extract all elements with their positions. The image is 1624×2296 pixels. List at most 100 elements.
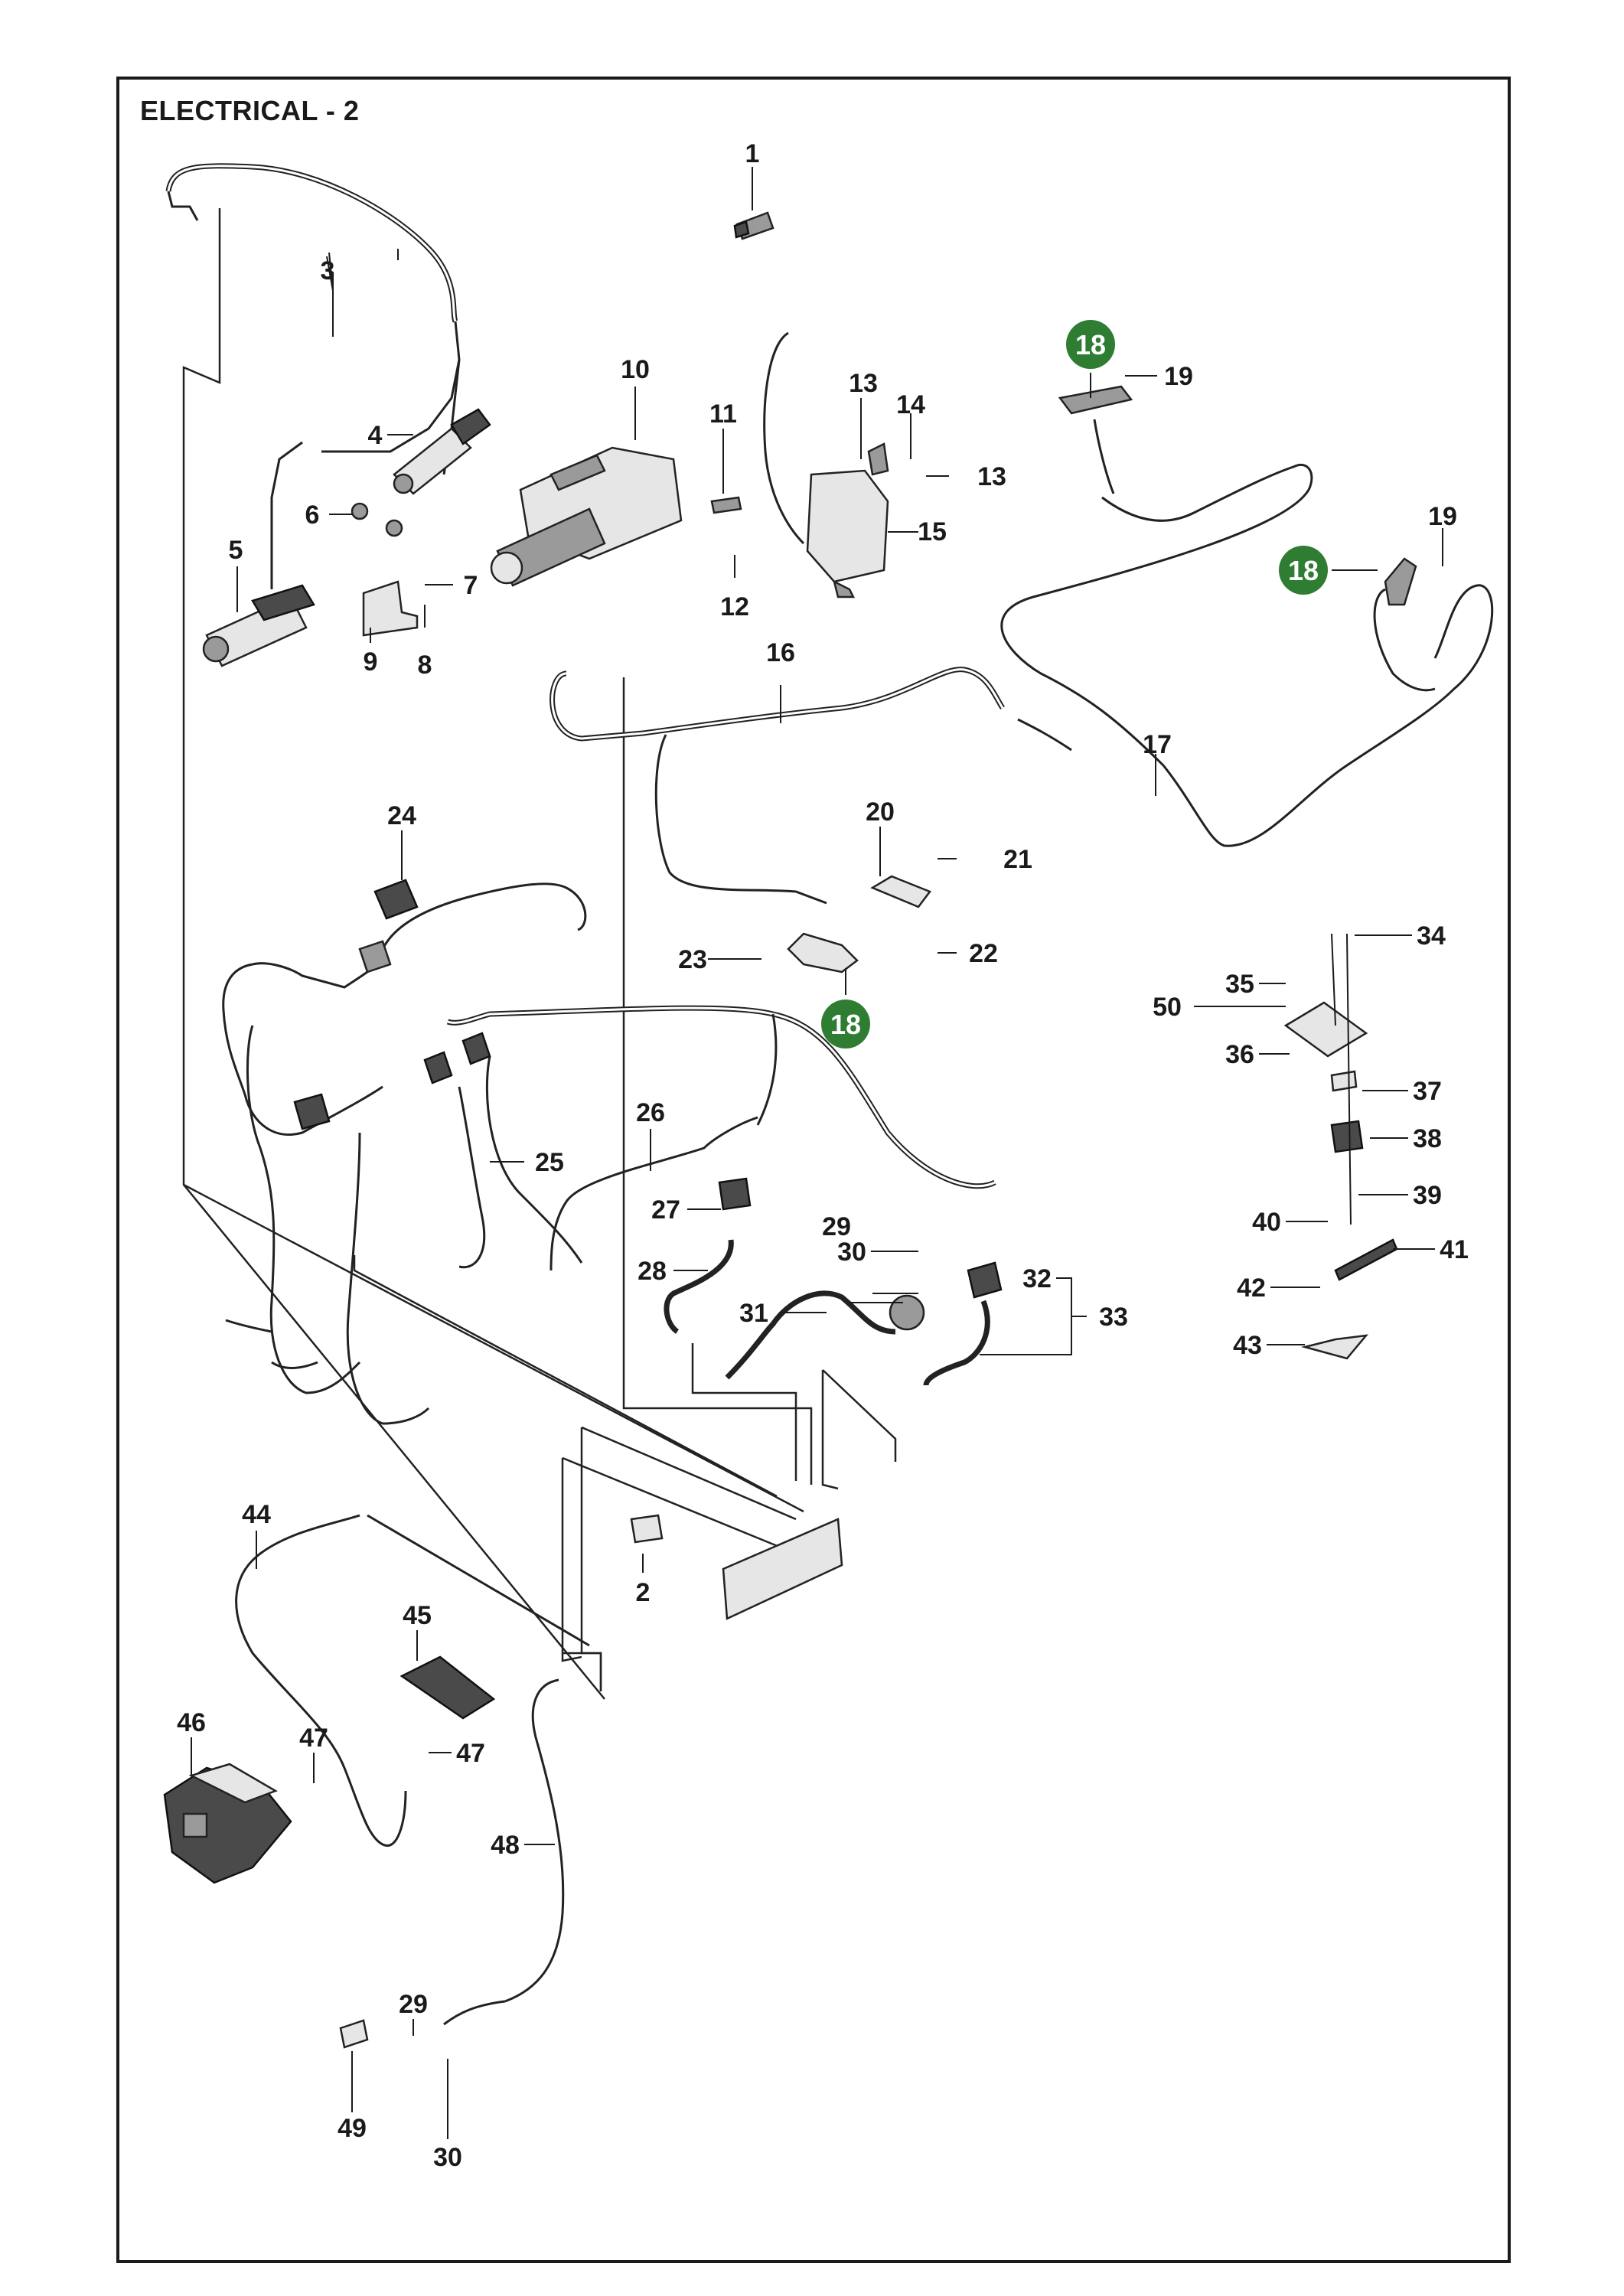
part-41-lever — [1334, 1238, 1398, 1281]
callout-50: 50 — [1153, 993, 1182, 1022]
callout-labels: 1 2 3 4 5 6 7 8 9 10 11 12 13 13 14 15 1… — [177, 139, 1469, 2172]
callout-19-upper: 19 — [1164, 362, 1193, 391]
callout-40: 40 — [1252, 1208, 1281, 1237]
part-9-bracket — [362, 580, 419, 637]
part-36-plate — [1283, 1001, 1368, 1058]
callout-29-upper: 29 — [822, 1212, 851, 1241]
callout-35: 35 — [1225, 970, 1254, 999]
part-34-bolt-b — [1346, 933, 1352, 1225]
callout-23: 23 — [678, 945, 707, 974]
callout-44: 44 — [242, 1500, 271, 1529]
parts — [163, 211, 1417, 2049]
callout-33: 33 — [1099, 1303, 1128, 1332]
callout-27: 27 — [651, 1195, 680, 1225]
callout-21: 21 — [1003, 845, 1032, 874]
callout-20: 20 — [866, 797, 895, 827]
part-34-bolt-a — [1331, 933, 1336, 1026]
part-49-bracket — [339, 2019, 369, 2049]
callout-2: 2 — [636, 1578, 651, 1607]
part-24-switch — [358, 879, 419, 974]
boundary-lines — [182, 208, 897, 1700]
part-20-bracket — [870, 875, 931, 908]
callout-24: 24 — [387, 801, 416, 830]
leader-lines — [191, 167, 1443, 2139]
callout-16: 16 — [766, 638, 795, 667]
part-15-motor — [806, 442, 889, 598]
part-25-connector-b — [461, 1032, 491, 1065]
callout-18-right: 18 — [1279, 546, 1328, 595]
part-27-switch — [718, 1177, 752, 1211]
callout-37: 37 — [1413, 1077, 1442, 1106]
part-10-linear-actuator — [490, 446, 683, 587]
callout-19-right: 19 — [1428, 502, 1457, 531]
callout-31: 31 — [739, 1299, 768, 1328]
svg-text:18: 18 — [830, 1009, 861, 1040]
part-5-actuator — [202, 584, 315, 667]
callout-5: 5 — [229, 536, 243, 565]
svg-text:18: 18 — [1288, 555, 1319, 586]
callout-30-lower: 30 — [433, 2143, 462, 2172]
svg-text:18: 18 — [1075, 329, 1106, 360]
diagram-title: ELECTRICAL - 2 — [140, 95, 360, 126]
callout-13-right: 13 — [977, 462, 1006, 491]
callout-29-lower: 29 — [399, 1990, 428, 2019]
callout-45: 45 — [403, 1601, 432, 1630]
part-43-clip — [1301, 1334, 1368, 1360]
callout-11: 11 — [709, 400, 737, 429]
callout-30-upper: 30 — [837, 1238, 866, 1267]
callout-39: 39 — [1413, 1181, 1442, 1210]
callout-38: 38 — [1413, 1124, 1442, 1153]
part-46-housing — [163, 1763, 292, 1884]
callout-18-upper: 18 — [1066, 320, 1115, 369]
diagram-frame — [116, 77, 1511, 2263]
part-18-light-right — [1384, 557, 1417, 606]
callout-12: 12 — [720, 592, 749, 621]
part-18-light-upper — [1058, 385, 1133, 415]
callout-43: 43 — [1233, 1331, 1262, 1360]
callout-42: 42 — [1237, 1274, 1266, 1303]
callout-13-upper: 13 — [849, 369, 878, 398]
part-45-display — [399, 1655, 496, 1720]
callout-1: 1 — [745, 139, 760, 168]
highlighted-callouts: 18 18 18 — [821, 320, 1328, 1049]
part-1-connector — [733, 211, 774, 240]
callout-3: 3 — [321, 256, 335, 285]
callout-4: 4 — [368, 421, 383, 450]
part-38-switch — [1330, 1120, 1364, 1153]
callout-6: 6 — [305, 501, 320, 530]
part-18-light-middle — [787, 932, 859, 974]
part-32-switch — [967, 1261, 1003, 1299]
callout-8: 8 — [418, 651, 432, 680]
callout-48: 48 — [491, 1831, 520, 1860]
callout-25: 25 — [535, 1148, 564, 1177]
callout-18-middle: 18 — [821, 1000, 870, 1049]
callout-32: 32 — [1022, 1264, 1052, 1293]
callout-34: 34 — [1417, 921, 1446, 951]
callout-36: 36 — [1225, 1040, 1254, 1069]
callout-15: 15 — [918, 517, 947, 546]
callout-14: 14 — [896, 390, 925, 419]
part-4-actuator — [393, 408, 491, 495]
part-25-connector-c — [293, 1093, 331, 1130]
wiring — [165, 163, 1494, 2026]
callout-7: 7 — [464, 571, 478, 600]
part-25-connector-a — [423, 1051, 453, 1084]
callout-46: 46 — [177, 1708, 206, 1737]
part-31-socket — [889, 1294, 925, 1331]
callout-17: 17 — [1143, 730, 1172, 759]
callout-41: 41 — [1440, 1235, 1469, 1264]
callout-49: 49 — [338, 2114, 367, 2143]
callout-28: 28 — [638, 1257, 667, 1286]
callout-9: 9 — [364, 647, 378, 677]
part-11-pin — [710, 496, 742, 514]
callout-47-lower: 47 — [456, 1739, 485, 1768]
callout-47-upper: 47 — [299, 1724, 328, 1753]
callout-10: 10 — [621, 355, 650, 384]
part-37-bracket — [1330, 1070, 1358, 1092]
part-2-control-board — [630, 1514, 843, 1620]
part-6-nut — [351, 502, 369, 520]
part-6-bolt — [385, 519, 403, 537]
callout-22: 22 — [969, 939, 998, 968]
callout-26: 26 — [636, 1098, 665, 1127]
